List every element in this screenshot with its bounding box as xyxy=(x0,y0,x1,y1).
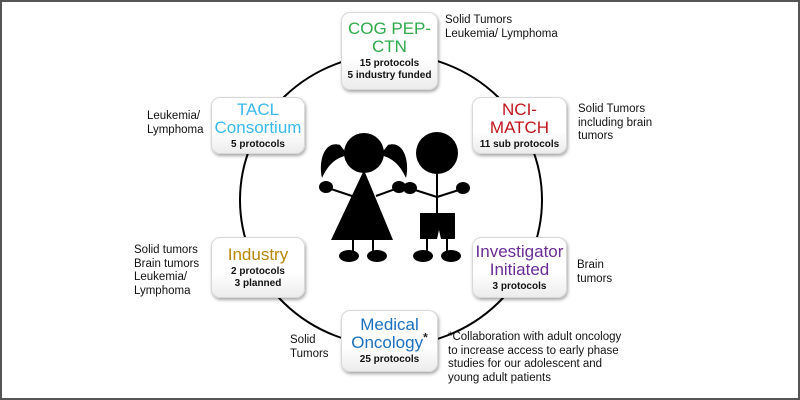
disease-label: Solid xyxy=(290,334,316,346)
node-title-line: Consortium xyxy=(214,117,302,137)
boy-figure-icon xyxy=(403,132,470,262)
node-title-line: MATCH xyxy=(489,117,550,137)
diseases-nci: Solid Tumors including brain tumors xyxy=(578,103,652,144)
diseases-cog: Solid Tumors Leukemia/ Lymphoma xyxy=(445,14,558,41)
node-protocols: 3 protocols xyxy=(493,281,547,293)
node-protocols: 25 protocols xyxy=(360,354,419,366)
node-title: COG PEP- CTN xyxy=(348,20,431,56)
protocol-count: 3 protocols xyxy=(492,280,547,292)
protocol-count: 15 protocols xyxy=(359,58,420,69)
disease-label: Solid tumors xyxy=(134,244,198,256)
node-protocols: 5 protocols xyxy=(231,139,285,151)
node-title-line: Oncology* xyxy=(351,331,428,352)
protocol-count: 11 sub protocols xyxy=(479,138,560,150)
node-tacl-consortium: TACL Consortium 5 protocols xyxy=(211,97,305,154)
node-nci-match: NCI- MATCH 11 sub protocols xyxy=(472,97,567,154)
diseases-tacl: Leukemia/ Lymphoma xyxy=(147,110,203,137)
node-protocols: 2 protocols 3 planned xyxy=(231,266,285,290)
protocol-count: 25 protocols xyxy=(359,354,420,365)
node-title-line: TACL xyxy=(236,99,280,119)
node-title-line: Industry xyxy=(227,244,289,264)
disease-label: Solid Tumors xyxy=(578,103,646,115)
disease-label: Lymphoma xyxy=(147,123,204,136)
disease-label: Lymphoma xyxy=(134,284,191,297)
disease-label: Brain tumors xyxy=(134,257,200,270)
node-title: TACL Consortium xyxy=(214,99,302,137)
node-medical-oncology: Medical Oncology* 25 protocols xyxy=(341,310,438,372)
diseases-investigator: Brain tumors xyxy=(577,259,612,286)
protocol-detail: 5 industry funded xyxy=(347,70,432,81)
protocol-count: 5 protocols xyxy=(231,138,285,150)
protocol-count: 2 protocols xyxy=(231,265,285,277)
node-title-line: Initiated xyxy=(489,259,550,279)
node-title: NCI- MATCH xyxy=(489,99,550,137)
node-title-text: Oncology xyxy=(351,333,424,352)
node-title-line: Medical xyxy=(360,315,419,334)
disease-label: Leukemia/ xyxy=(147,110,201,122)
node-protocols: 11 sub protocols xyxy=(480,139,559,151)
diseases-industry: Solid tumors Brain tumors Leukemia/ Lymp… xyxy=(134,244,199,298)
disease-label: including brain xyxy=(578,116,653,129)
footnote: *Collaboration with adult oncology to in… xyxy=(448,331,621,385)
node-industry: Industry 2 protocols 3 planned xyxy=(211,237,305,298)
disease-label: tumors xyxy=(578,130,614,142)
disease-label: tumors xyxy=(577,272,613,285)
node-title-line: Investigator xyxy=(475,241,564,261)
footnote-line: young adult patients xyxy=(448,371,551,384)
node-title-line: NCI- xyxy=(502,99,537,119)
node-title: Medical Oncology* xyxy=(351,316,428,352)
node-investigator-initiated: Investigator Initiated 3 protocols xyxy=(472,237,567,298)
node-title-line: CTN xyxy=(372,37,407,56)
disease-label: Tumors xyxy=(290,347,329,360)
disease-label: Brain xyxy=(577,259,604,271)
footnote-marker: * xyxy=(423,330,428,345)
protocol-detail: 3 planned xyxy=(234,277,282,289)
node-title: Investigator Initiated xyxy=(475,241,564,279)
footnote-line: *Collaboration with adult oncology xyxy=(448,331,622,343)
disease-label: Leukemia/ Lymphoma xyxy=(445,27,558,40)
disease-label: Leukemia/ xyxy=(134,271,188,283)
node-title: Industry xyxy=(227,244,289,264)
footnote-line: studies for our adolescent and xyxy=(448,358,603,370)
node-protocols: 15 protocols 5 industry funded xyxy=(348,58,432,82)
diseases-medical: Solid Tumors xyxy=(290,334,329,361)
node-cog-pep-ctn: COG PEP- CTN 15 protocols 5 industry fun… xyxy=(341,12,438,90)
disease-label: Solid Tumors xyxy=(445,14,513,26)
node-title-line: COG PEP- xyxy=(347,19,432,38)
footnote-line: to increase access to early phase xyxy=(448,344,619,357)
girl-figure-icon xyxy=(319,133,408,262)
